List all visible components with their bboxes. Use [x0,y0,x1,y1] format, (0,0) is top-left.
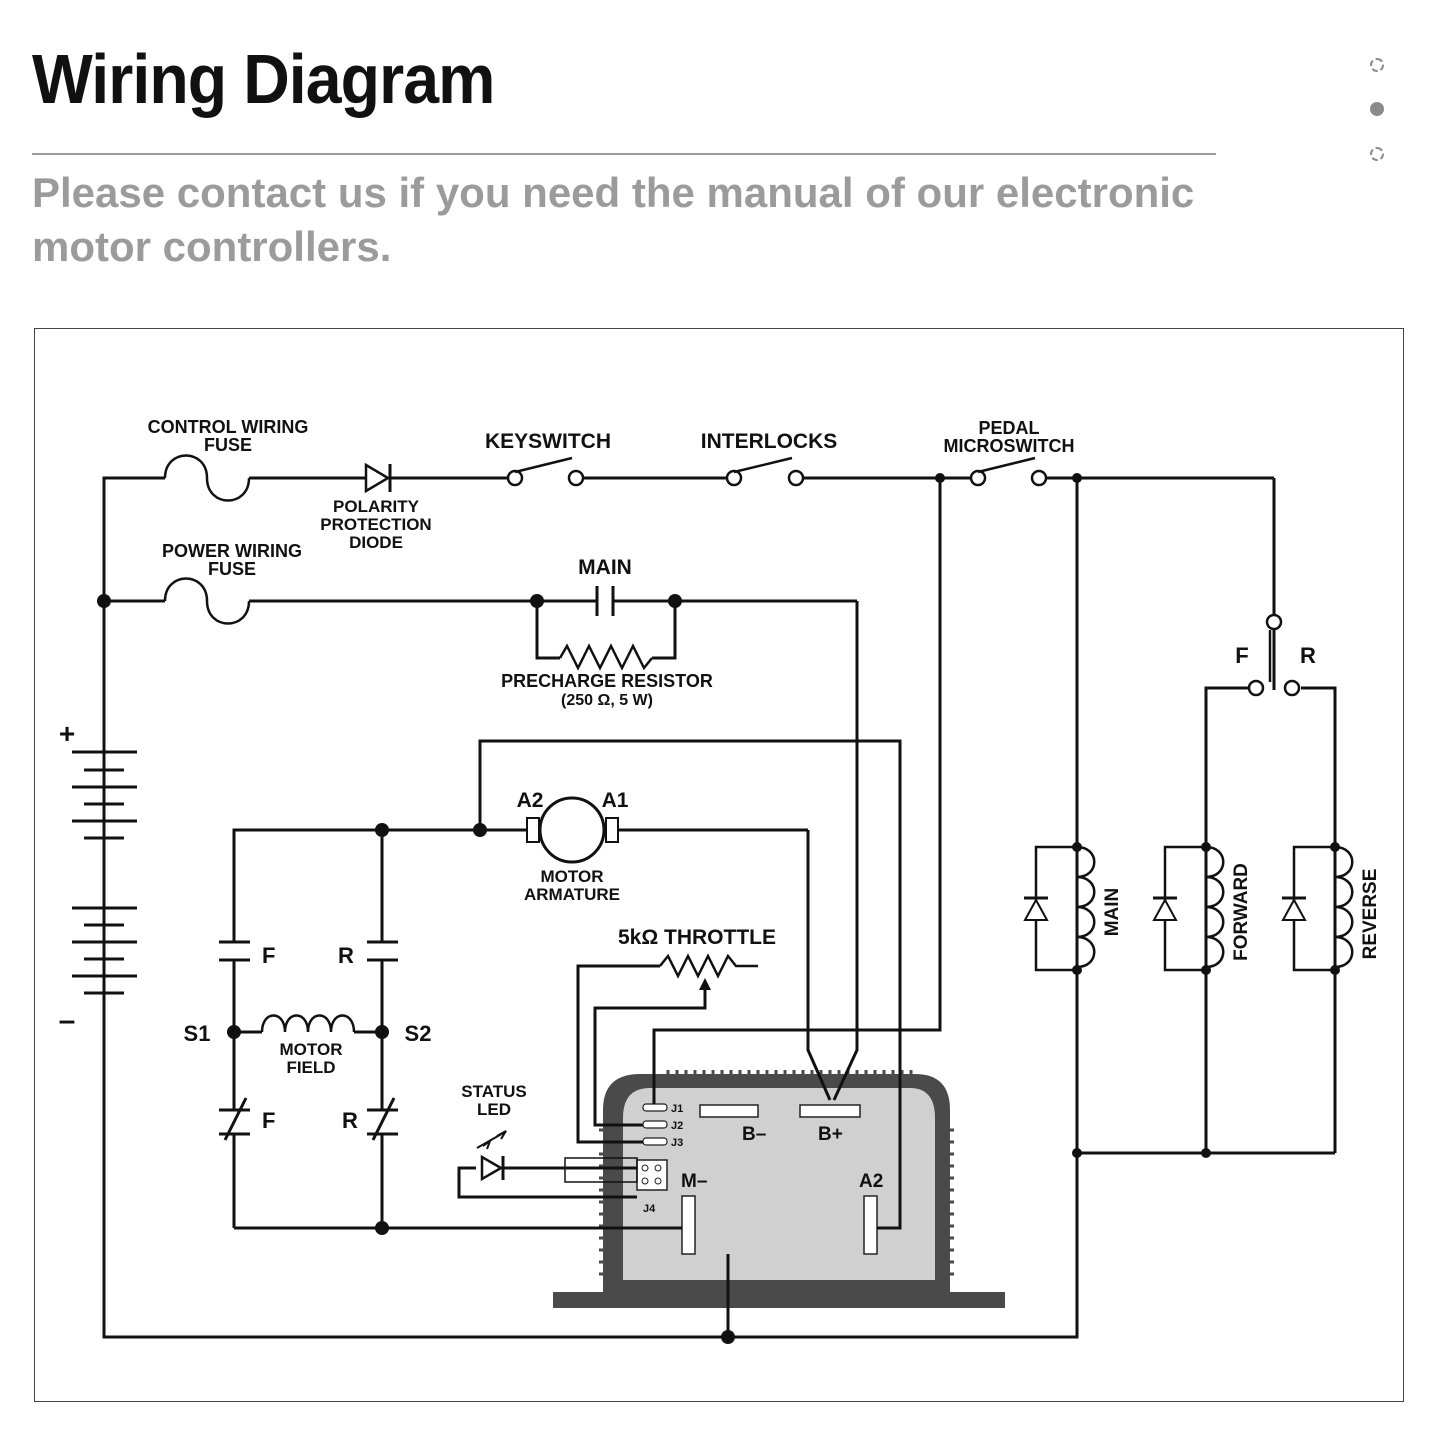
polarity-diode-icon [364,462,392,494]
motor-field-icon [260,1014,356,1033]
label-j2: J2 [671,1120,683,1132]
label-interlocks: INTERLOCKS [701,430,838,453]
page-subtitle: Please contact us if you need the manual… [32,169,1195,270]
label-field-line1: MOTOR [280,1040,343,1059]
label-f-bottom: F [262,1108,275,1133]
label-switch-r: R [1300,643,1316,668]
label-j1: J1 [671,1103,683,1115]
label-m-minus: M– [681,1171,707,1192]
label-control-fuse-line1: CONTROL WIRING [148,417,309,437]
label-f-top: F [262,943,275,968]
label-coil-forward: FORWARD [1231,863,1252,961]
throttle-potentiometer-icon [659,953,758,990]
label-control-fuse-line2: FUSE [204,435,252,455]
label-switch-f: F [1235,643,1248,668]
label-a2: A2 [517,789,544,812]
motor-armature-icon [526,796,619,864]
label-armature-line1: MOTOR [541,867,604,886]
direction-contacts [219,940,398,1141]
label-j3: J3 [671,1137,683,1149]
label-b-minus: B– [742,1124,766,1145]
label-r-bottom: R [342,1108,358,1133]
pager-dot-1[interactable] [1370,58,1384,72]
diagram-frame [34,328,1404,1402]
label-keyswitch: KEYSWITCH [485,430,611,453]
title-divider [32,153,1216,155]
label-a1: A1 [602,789,629,812]
label-field-line2: FIELD [286,1058,335,1077]
label-a2-controller: A2 [859,1171,883,1192]
relay-coils [1034,845,1354,972]
label-j4: J4 [643,1203,656,1215]
switches [506,456,1301,697]
carousel-pager [1366,55,1390,165]
label-power-fuse-line1: POWER WIRING [162,541,302,561]
label-pedal-line1: PEDAL [978,418,1039,438]
label-polarity-line1: POLARITY [333,497,420,516]
label-status-line1: STATUS [461,1082,526,1101]
battery-icon [72,700,137,1020]
junction-dots [97,473,1340,1344]
label-precharge-line2: (250 Ω, 5 W) [561,692,653,709]
label-b-plus: B+ [818,1124,843,1145]
label-main-contactor: MAIN [578,556,632,579]
motor-controller [553,1070,1005,1308]
label-power-fuse-line2: FUSE [208,559,256,579]
label-s1: S1 [184,1021,211,1046]
label-polarity-line2: PROTECTION [320,515,431,534]
pager-dot-2[interactable] [1370,102,1384,116]
label-polarity-line3: DIODE [349,533,403,552]
fuses [163,454,251,625]
coil-diodes [1023,896,1307,921]
label-precharge-line1: PRECHARGE RESISTOR [501,671,713,691]
label-coil-main: MAIN [1102,888,1123,937]
label-status-line2: LED [477,1100,511,1119]
page-title: Wiring Diagram [32,40,495,118]
main-contactor-icon [595,586,615,616]
label-r-top: R [338,943,354,968]
label-coil-reverse: REVERSE [1360,869,1381,960]
status-led-icon [476,1130,507,1182]
precharge-resistor-icon [558,643,653,671]
label-armature-line2: ARMATURE [524,885,620,904]
pager-dot-3[interactable] [1370,147,1384,161]
label-pedal-line2: MICROSWITCH [944,436,1075,456]
label-throttle: 5kΩ THROTTLE [618,926,776,949]
label-s2: S2 [405,1021,432,1046]
label-battery-plus: + [59,718,75,749]
label-battery-minus: – [59,1004,76,1037]
